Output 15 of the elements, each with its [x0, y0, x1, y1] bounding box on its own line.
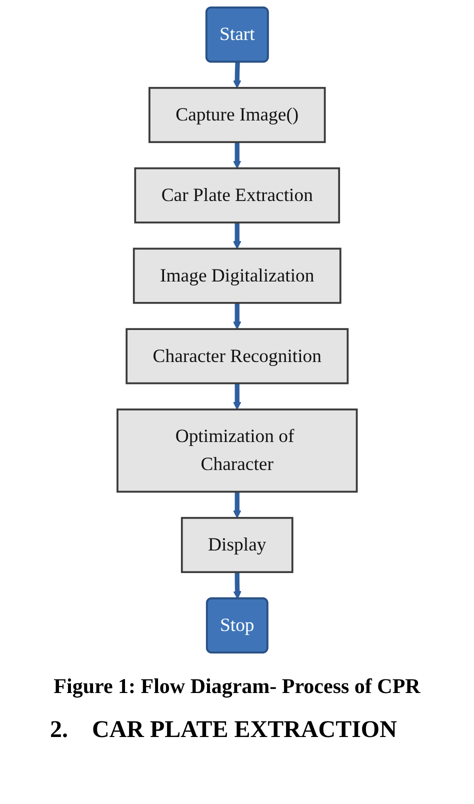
arrow — [232, 302, 242, 330]
node-box: Car Plate Extraction — [134, 167, 340, 224]
arrow — [232, 142, 242, 169]
section-heading: 2. CAR PLATE EXTRACTION — [50, 717, 398, 744]
node-box: Optimization of Character — [116, 408, 358, 493]
node-box: Character Recognition — [126, 328, 348, 384]
arrow — [232, 383, 242, 410]
arrow — [232, 222, 242, 250]
arrow — [232, 62, 242, 88]
arrow — [232, 492, 242, 518]
arrow — [233, 572, 242, 600]
node-box: Display — [180, 516, 294, 574]
node-box: Capture Image() — [148, 86, 326, 144]
figure-caption: Figure 1: Flow Diagram- Process of CPR — [52, 674, 422, 699]
node-box: Image Digitalization — [132, 248, 342, 304]
